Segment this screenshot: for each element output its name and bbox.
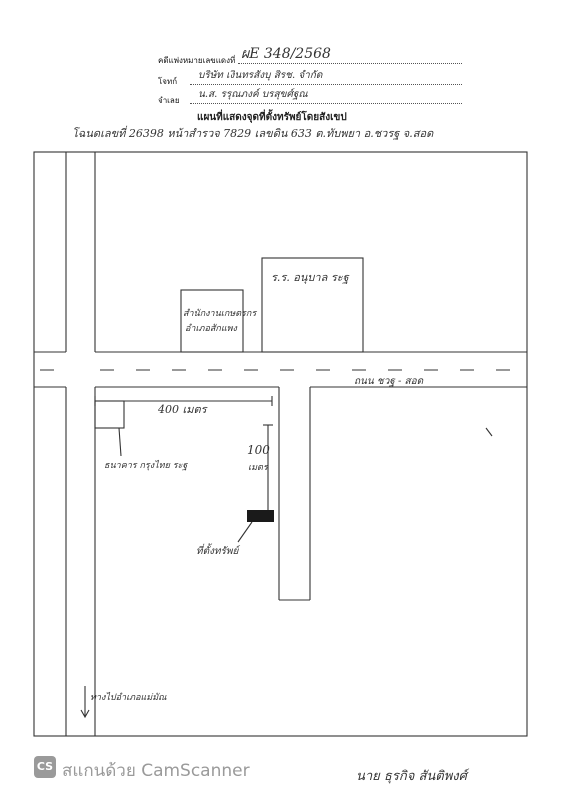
office-label-1: สำนักงานเกษตรกร [183,309,257,319]
signature: นาย ธุรกิจ สันติพงศ์ [356,769,467,784]
case-number-value: ผE 348/2568 [241,46,331,62]
defendant-value: น.ส. รรุณภงค์ บรสุขศ์ฐณ [198,89,308,100]
office-building [180,289,244,353]
case-number-label: คดีแพ่งหมายเลขแดงที่ [158,56,236,65]
office-label-2: อำเภอสักแพง [185,324,237,334]
defendant-line [190,103,462,104]
map-frame [33,151,528,737]
distance-400-label: 400 เมตร [158,403,207,416]
road-label: ถนน ชวฐ - สอด [354,376,424,387]
bottom-direction-label: ทางไปอำเภอแม่มัณ [90,693,167,703]
school-building [261,257,364,353]
bottom-arrow-head [80,709,90,719]
camscanner-watermark: สแกนด้วย CamScanner [62,761,250,781]
distance-100-unit: เมตร [248,463,268,473]
bank-box [94,400,125,429]
plaintiff-value: บริษัท เงินทรสังบุ สิรช. จํากัด [198,70,323,81]
bank-pointer [118,427,122,457]
defendant-label: จำเลย [158,96,180,105]
property-pointer [237,521,253,543]
school-label: ร.ร. อนุบาล ระฐ [271,271,349,284]
bank-label: ธนาคาร กรุงไทย ระฐ [104,461,188,471]
plaintiff-line [190,84,462,85]
distance-100-number: 100 [247,443,270,457]
property-label: ที่ตั้งทรัพย์ [196,546,239,557]
property-marker [247,510,274,522]
case-number-line [238,63,462,64]
camscanner-logo-icon: CS [34,756,56,778]
deed-line: โฉนดเลขที่ 26398 หน้าสำรวจ 7829 เลขดิน 6… [72,127,434,140]
plaintiff-label: โจทก์ [158,77,178,86]
map-title: แผนที่แสดงจุดที่ตั้งทรัพย์โดยสังเขป [197,112,347,123]
road-tick [485,427,493,437]
